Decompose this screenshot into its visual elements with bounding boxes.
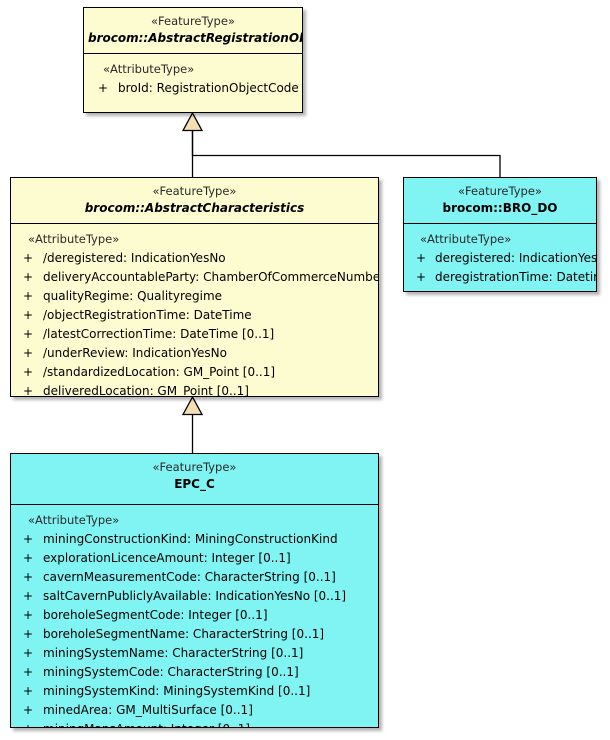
attribute-row[interactable]: + boreholeSegmentCode: Integer [0..1] [14,606,375,625]
attribute-signature: deregistered: IndicationYesNo [435,251,597,265]
attribute-row[interactable]: + miningSystemKind: MiningSystemKind [0..… [14,682,375,701]
uml-class-abstractregistrationobject[interactable]: «FeatureType»brocom::AbstractRegistratio… [83,7,303,113]
attribute-row[interactable]: +miningMapsAmount: Integer [0..1] [14,720,375,727]
attribute-row[interactable]: + /standardizedLocation: GM_Point [0..1] [14,363,375,382]
attribute-row[interactable]: + cavernMeasurementCode: CharacterString … [14,568,375,587]
generalization-arrowhead [181,395,204,416]
attribute-visibility: + [416,270,427,284]
attribute-signature: deliveryAccountableParty: ChamberOfComme… [43,270,379,284]
attribute-signature: explorationLicenceAmount: Integer [0..1] [43,551,291,565]
attribute-signature: minedArea: GM_MultiSurface [0..1] [43,703,253,717]
attribute-row[interactable]: + deliveredLocation: GM_Point [0..1] [14,382,375,397]
class-stereotype: «FeatureType» [152,184,237,198]
attribute-signature: cavernMeasurementCode: CharacterString [… [43,570,336,584]
attribute-visibility: + [23,327,34,341]
attribute-visibility: + [23,251,34,265]
attribute-stereotype: «AttributeType» [420,232,512,246]
attribute-visibility: + [23,308,34,322]
class-attributes-epc-c: «AttributeType» + miningConstructionKind: … [11,505,378,727]
class-header-abstractcharacteristics: «FeatureType»brocom::AbstractCharacteris… [11,178,378,224]
attribute-visibility: + [23,570,34,584]
attribute-visibility: + [23,720,35,727]
class-name-abstractcharacteristics: brocom::AbstractCharacteristics [84,201,305,215]
attribute-row[interactable]: + miningSystemName: CharacterString [0..1… [14,644,375,663]
class-stereotype: «FeatureType» [458,184,542,198]
attribute-row[interactable]: + miningConstructionKind: MiningConstruct… [14,530,375,549]
attribute-signature: /objectRegistrationTime: DateTime [43,308,252,322]
attribute-row[interactable]: + qualityRegime: Qualityregime [14,287,375,306]
uml-class-bro-do[interactable]: «FeatureType»brocom::BRO_DO«AttributeTyp… [403,177,597,292]
uml-class-epc-c[interactable]: «FeatureType»EPC_C«AttributeType»+mining… [10,453,379,728]
attribute-signature: saltCavernPubliclyAvailable: IndicationY… [43,589,347,603]
class-attributes-abstractcharacteristics: «AttributeType» + /deregistered: Indicatio… [11,224,378,397]
attribute-visibility: + [416,251,427,265]
attribute-signature: /latestCorrectionTime: DateTime [0..1] [43,327,275,341]
attribute-row[interactable]: + saltCavernPubliclyAvailable: Indication… [14,587,375,606]
generalization-epcc-to-characteristics [181,395,204,453]
attribute-row[interactable]: + miningSystemCode: CharacterString [0..1… [14,663,375,682]
attribute-signature: /deregistered: IndicationYesNo [43,251,226,265]
attribute-visibility: + [23,665,34,679]
attribute-visibility: + [23,365,34,379]
attribute-signature: qualityRegime: Qualityregime [43,289,223,303]
attribute-row[interactable]: + /objectRegistrationTime: DateTime [14,306,375,325]
class-stereotype: «FeatureType» [152,460,237,474]
class-header-abstractregistrationobject: «FeatureType»brocom::AbstractRegistratio… [84,8,302,54]
attribute-visibility: + [23,270,34,284]
class-attributes-bro-do: «AttributeType» + deregistered: Indication… [404,224,596,291]
attribute-visibility: + [23,346,34,360]
attribute-row[interactable]: + deliveryAccountableParty: ChamberOfComm… [14,268,378,287]
attribute-visibility: + [23,627,34,641]
attribute-stereotype: «AttributeType» [103,62,195,76]
class-stereotype: «FeatureType» [151,14,235,28]
attribute-visibility: + [23,551,34,565]
attribute-signature: miningSystemName: CharacterString [0..1] [43,646,304,660]
attribute-row[interactable]: + /latestCorrectionTime: DateTime [0..1] [14,325,375,344]
attribute-row[interactable]: + minedArea: GM_MultiSurface [0..1] [14,701,375,720]
attribute-signature: miningSystemKind: MiningSystemKind [0..1… [43,684,311,698]
attribute-signature: miningSystemCode: CharacterString [0..1] [43,665,299,679]
attribute-visibility: + [23,684,34,698]
attribute-visibility: + [23,646,34,660]
class-header-bro-do: «FeatureType»brocom::BRO_DO [404,178,596,224]
attribute-signature: /underReview: IndicationYesNo [43,346,227,360]
attribute-visibility: + [23,608,34,622]
class-name-bro-do: brocom::BRO_DO [442,201,558,215]
generalization-to-abstractregistrationobject [181,111,501,177]
attribute-signature: miningConstructionKind: MiningConstructi… [43,532,338,546]
attribute-signature: broId: RegistrationObjectCode {id} [118,81,302,95]
uml-class-abstractcharacteristics[interactable]: «FeatureType»brocom::AbstractCharacteris… [10,177,379,397]
attribute-signature: deregistrationTime: Datetime [435,270,597,284]
attribute-row[interactable]: + broId: RegistrationObjectCode {id} [87,79,302,98]
attribute-signature: boreholeSegmentName: CharacterString [0.… [43,627,325,641]
class-name-epc-c: EPC_C [174,477,215,491]
attribute-row[interactable]: + explorationLicenceAmount: Integer [0..1… [14,549,375,568]
attribute-stereotype: «AttributeType» [28,232,120,246]
attribute-row[interactable]: + deregistered: IndicationYesNo [407,249,596,268]
attribute-row[interactable]: + /deregistered: IndicationYesNo [14,249,375,268]
attribute-visibility: + [23,384,34,397]
attribute-visibility: + [23,589,34,603]
attribute-signature: /standardizedLocation: GM_Point [0..1] [43,365,276,379]
attribute-row[interactable]: + boreholeSegmentName: CharacterString [0… [14,625,375,644]
attribute-signature: deliveredLocation: GM_Point [0..1] [43,384,249,397]
attribute-row[interactable]: + deregistrationTime: Datetime [407,268,596,287]
attribute-stereotype: «AttributeType» [28,513,120,527]
class-attributes-abstractregistrationobject: «AttributeType» + broId: RegistrationObjec… [84,54,302,104]
generalization-arrowhead [181,111,204,132]
attribute-visibility: + [23,532,34,546]
attribute-signature: boreholeSegmentCode: Integer [0..1] [43,608,268,622]
class-name-abstractregistrationobject: brocom::AbstractRegistrationObject [88,31,302,45]
class-header-epc-c: «FeatureType» EPC_C [11,454,378,505]
attribute-visibility: + [98,81,109,95]
attribute-visibility: + [23,703,34,717]
attribute-visibility: + [23,289,34,303]
attribute-signature: miningMapsAmount: Integer [0..1] [14,720,250,727]
attribute-row[interactable]: + /underReview: IndicationYesNo [14,344,375,363]
